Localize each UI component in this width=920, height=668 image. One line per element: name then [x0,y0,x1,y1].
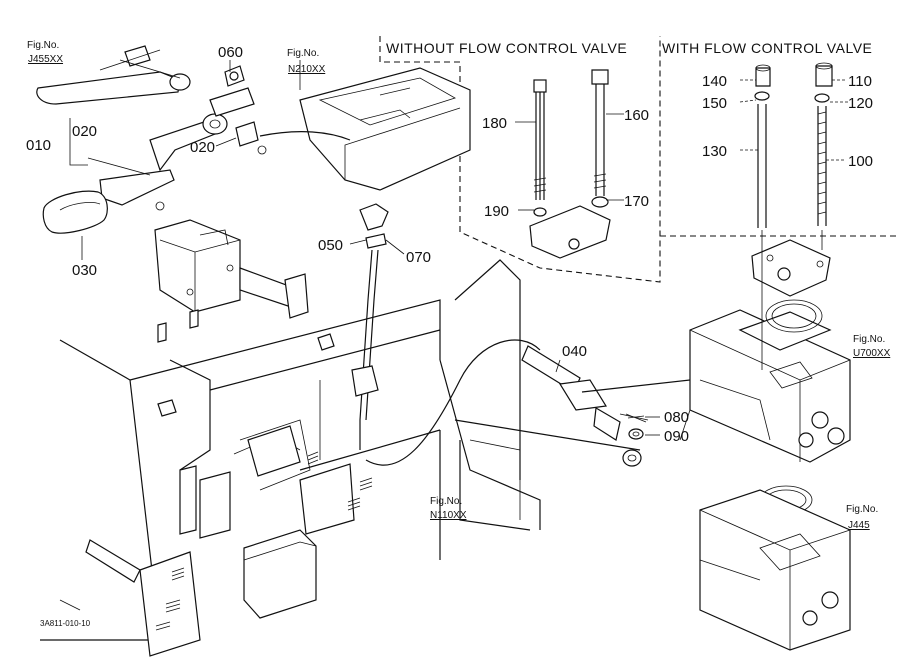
without-valve-frame [379,36,661,283]
fig-label: Fig.No. [287,48,319,59]
fig-label: Fig.No. [846,504,878,515]
springs [155,451,373,631]
fig-label: Fig.No. [853,334,885,345]
part-170: 170 [624,193,649,210]
part-070: 070 [406,249,431,266]
part-140: 140 [702,73,727,90]
part-150: 150 [702,95,727,112]
bracket-bolts [155,201,335,417]
lower-valve-assembly [699,485,851,651]
part-120: 120 [848,95,873,112]
fig-code: U700XX [853,348,891,359]
upper-lever [36,45,191,105]
leader-lines [59,59,848,611]
part-080: 080 [664,409,689,426]
part-060: 060 [218,44,243,61]
flow-control-cover [751,239,831,333]
bolts-without-valve [529,69,611,259]
drawing-code: 3A811-010-10 [40,619,91,628]
fig-code: J445 [848,520,870,531]
fig-ref-j445: Fig.No. J445 [846,504,878,531]
part-040: 040 [562,343,587,360]
fig-ref-j455: Fig.No. J455XX [27,40,63,65]
part-010: 010 [26,137,51,154]
part-110: 110 [848,73,872,90]
elbow-fitting [359,203,389,249]
fig-label: Fig.No. [27,40,59,51]
part-130: 130 [702,143,727,160]
fig-ref-u700: Fig.No. U700XX [853,334,891,359]
part-090: 090 [664,428,689,445]
hand-lever [99,113,228,206]
bolts-with-valve [754,62,833,228]
part-030: 030 [72,262,97,279]
fender-block [299,67,471,191]
lever-bracket [154,219,309,319]
header-with-valve: WITH FLOW CONTROL VALVE [662,40,872,56]
control-cable [351,249,691,467]
part-160: 160 [624,107,649,124]
fig-code: J455XX [28,54,63,65]
lower-left-components [85,425,355,657]
fig-code: N110XX [430,510,467,521]
control-valve-body [679,309,851,463]
cable-end-parts [625,413,647,440]
fig-ref-n210: Fig.No. N210XX [287,48,326,75]
tractor-frame-outline [40,259,641,641]
part-020-upper: 020 [72,123,97,140]
fig-code: N210XX [288,64,326,75]
part-190: 190 [484,203,509,220]
fig-label: Fig.No. [430,496,462,507]
part-020-lower: 020 [190,139,215,156]
fig-ref-n110: Fig.No. N110XX [430,496,467,521]
part-100: 100 [848,153,873,170]
part-050: 050 [318,237,343,254]
pivot-assembly [209,65,267,155]
lever-knob [42,190,108,234]
part-180: 180 [482,115,507,132]
header-without-valve: WITHOUT FLOW CONTROL VALVE [386,40,627,56]
